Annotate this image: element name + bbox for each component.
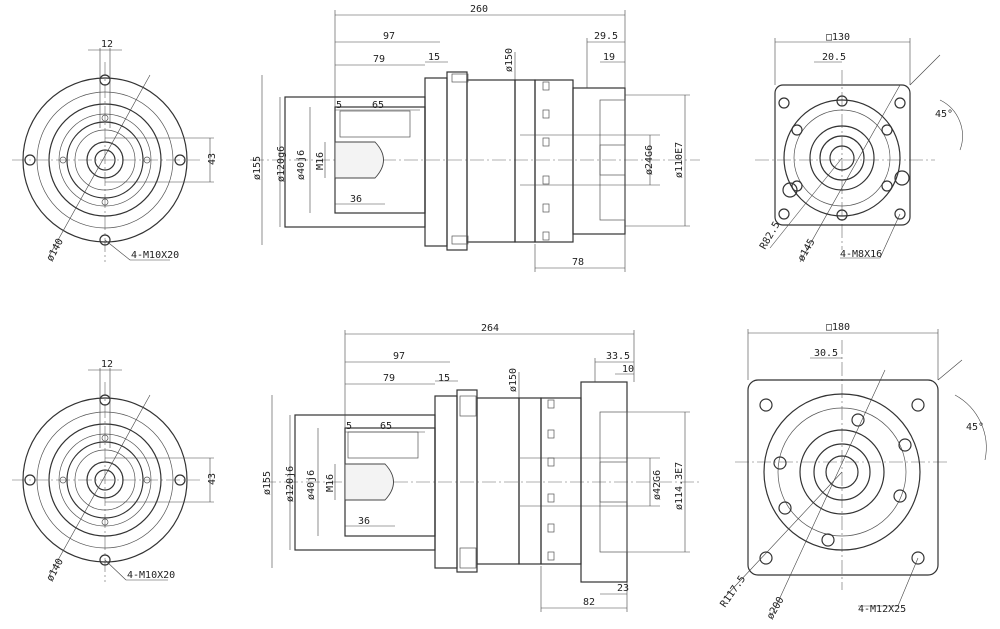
bottom-side-len-23: 23 [617,583,629,594]
top-side-len-5: 5 [336,100,342,111]
top-side-len-65: 65 [372,100,384,111]
top-front-holes: 4-M10X20 [131,250,179,261]
top-side-thread: M16 [315,152,326,170]
top-flange-view [755,38,963,263]
bottom-side-len-10: 10 [622,364,634,375]
bottom-side-dia-155: ø155 [262,471,273,495]
bottom-flange-square: □180 [826,322,850,333]
bottom-front-holes: 4-M10X20 [127,570,175,581]
top-side-dia-40: ø40j6 [296,150,307,180]
bottom-side-len-79: 79 [383,373,395,384]
bottom-side-dia-150: ø150 [508,368,519,392]
top-side-overall: 260 [470,4,488,15]
bottom-front-pcd: ø140 [45,557,66,583]
bottom-front-view [12,368,214,582]
bottom-side-view [262,330,700,612]
top-front-view [12,48,214,262]
bottom-side-bolt-studs [547,399,555,561]
bottom-flange-view [723,329,987,616]
bottom-front-height: 43 [207,473,218,485]
top-flange-offset: 20.5 [822,52,846,63]
bottom-flange-pcd: ø200 [765,595,787,621]
top-side-dia-155: ø155 [252,156,263,180]
bottom-side-len-97: 97 [393,351,405,362]
bottom-side-dia-40: ø40j6 [306,470,317,500]
top-front-height: 43 [207,153,218,165]
bottom-flange-angle: 45° [966,422,984,433]
top-flange-angle: 45° [935,109,953,120]
top-side-len-36: 36 [350,194,362,205]
bottom-side-thread: M16 [325,474,336,492]
bottom-side-len-15: 15 [438,373,450,384]
top-side-len-79: 79 [373,54,385,65]
top-flange-holes: 4-M8X16 [840,249,882,260]
top-side-len-97: 97 [383,31,395,42]
top-side-len-19: 19 [603,52,615,63]
top-flange-pcd: ø145 [796,237,818,263]
top-side-view [250,10,700,272]
bottom-side-len-36: 36 [358,516,370,527]
bottom-side-len-82: 82 [583,597,595,608]
top-flange-radius: R82.5 [758,220,783,252]
bottom-side-dia-120: ø120j6 [285,466,296,502]
bottom-front-width: 12 [101,359,113,370]
bottom-flange-offset: 30.5 [814,348,838,359]
bottom-side-len-5: 5 [346,421,352,432]
bottom-flange-holes: 4-M12X25 [858,604,906,615]
bottom-side-len-65: 65 [380,421,392,432]
bottom-side-overall: 264 [481,323,499,334]
bottom-side-dia-42: ø42G6 [652,470,663,500]
top-front-width: 12 [101,39,113,50]
top-side-len-29-5: 29.5 [594,31,618,42]
top-side-len-15: 15 [428,52,440,63]
top-side-dia-24: ø24G6 [644,145,655,175]
top-side-len-78: 78 [572,257,584,268]
top-side-dia-150: ø150 [504,48,515,72]
top-front-pcd: ø140 [45,237,66,263]
bottom-flange-radius: R117.5 [718,574,748,610]
top-side-dia-110: ø110E7 [674,142,685,178]
bottom-side-len-33-5: 33.5 [606,351,630,362]
top-flange-square: □130 [826,32,850,43]
top-side-bolt-studs [542,81,550,241]
top-side-dia-120: ø120g6 [276,146,287,182]
bottom-side-dia-114: ø114.3E7 [674,462,685,510]
